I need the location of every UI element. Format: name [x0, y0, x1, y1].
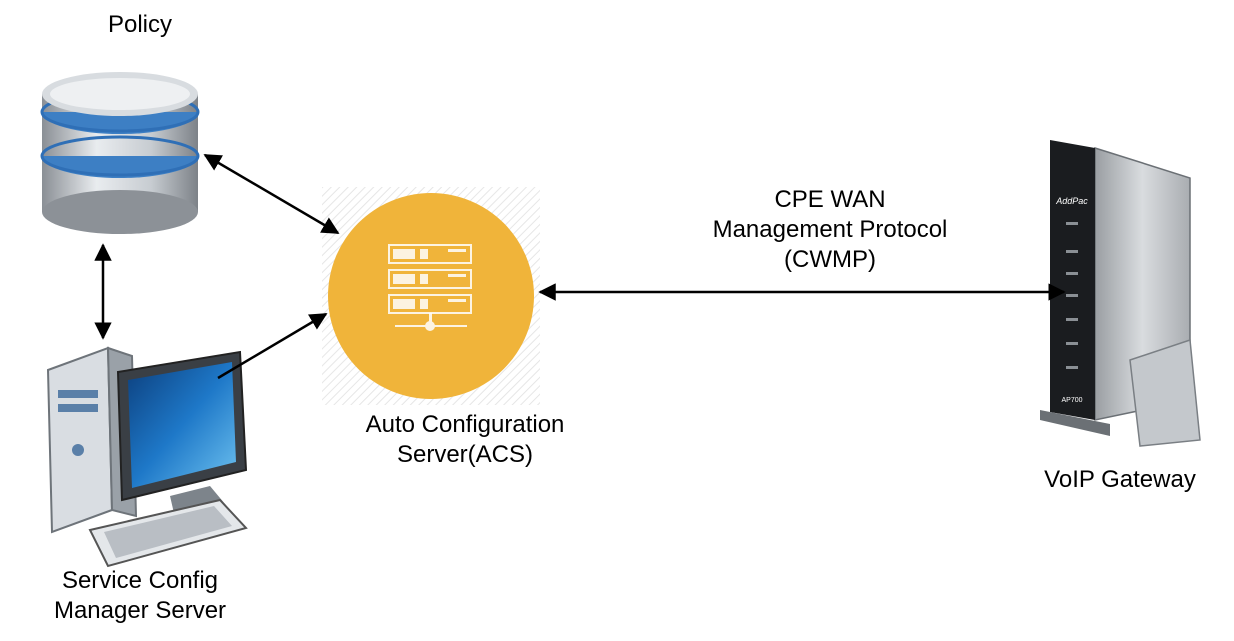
- cwmp-link-label: CPE WAN Management Protocol (CWMP): [640, 185, 1020, 275]
- voip-gateway-device-icon: AddPac AP700: [1040, 140, 1201, 447]
- database-icon: [40, 72, 200, 234]
- acs-label-line1: Auto Configuration: [365, 411, 565, 438]
- gateway-label: VoIP Gateway: [1000, 465, 1234, 495]
- acs-label-line2: Server(ACS): [396, 441, 534, 468]
- acs-label: Auto Configuration Server(ACS): [300, 410, 630, 470]
- manager-label-line2: Manager Server: [53, 597, 227, 624]
- policy-label: Policy: [60, 10, 220, 40]
- cwmp-label-line1: CPE WAN: [774, 186, 886, 213]
- server-rack-icon: [322, 187, 540, 405]
- policy-label-text: Policy: [107, 11, 173, 38]
- desktop-computer-icon: [46, 346, 248, 568]
- gateway-label-text: VoIP Gateway: [1044, 466, 1196, 493]
- cwmp-label-line3: (CWMP): [784, 246, 876, 273]
- manager-label: Service Config Manager Server: [10, 566, 270, 626]
- device-model: AP700: [1061, 397, 1082, 404]
- manager-acs-connector: [217, 312, 328, 380]
- manager-label-line1: Service Config: [61, 567, 219, 594]
- device-brand: AddPac: [1055, 196, 1088, 206]
- policy-acs-connector: [203, 153, 340, 235]
- cwmp-label-line2: Management Protocol: [712, 216, 948, 243]
